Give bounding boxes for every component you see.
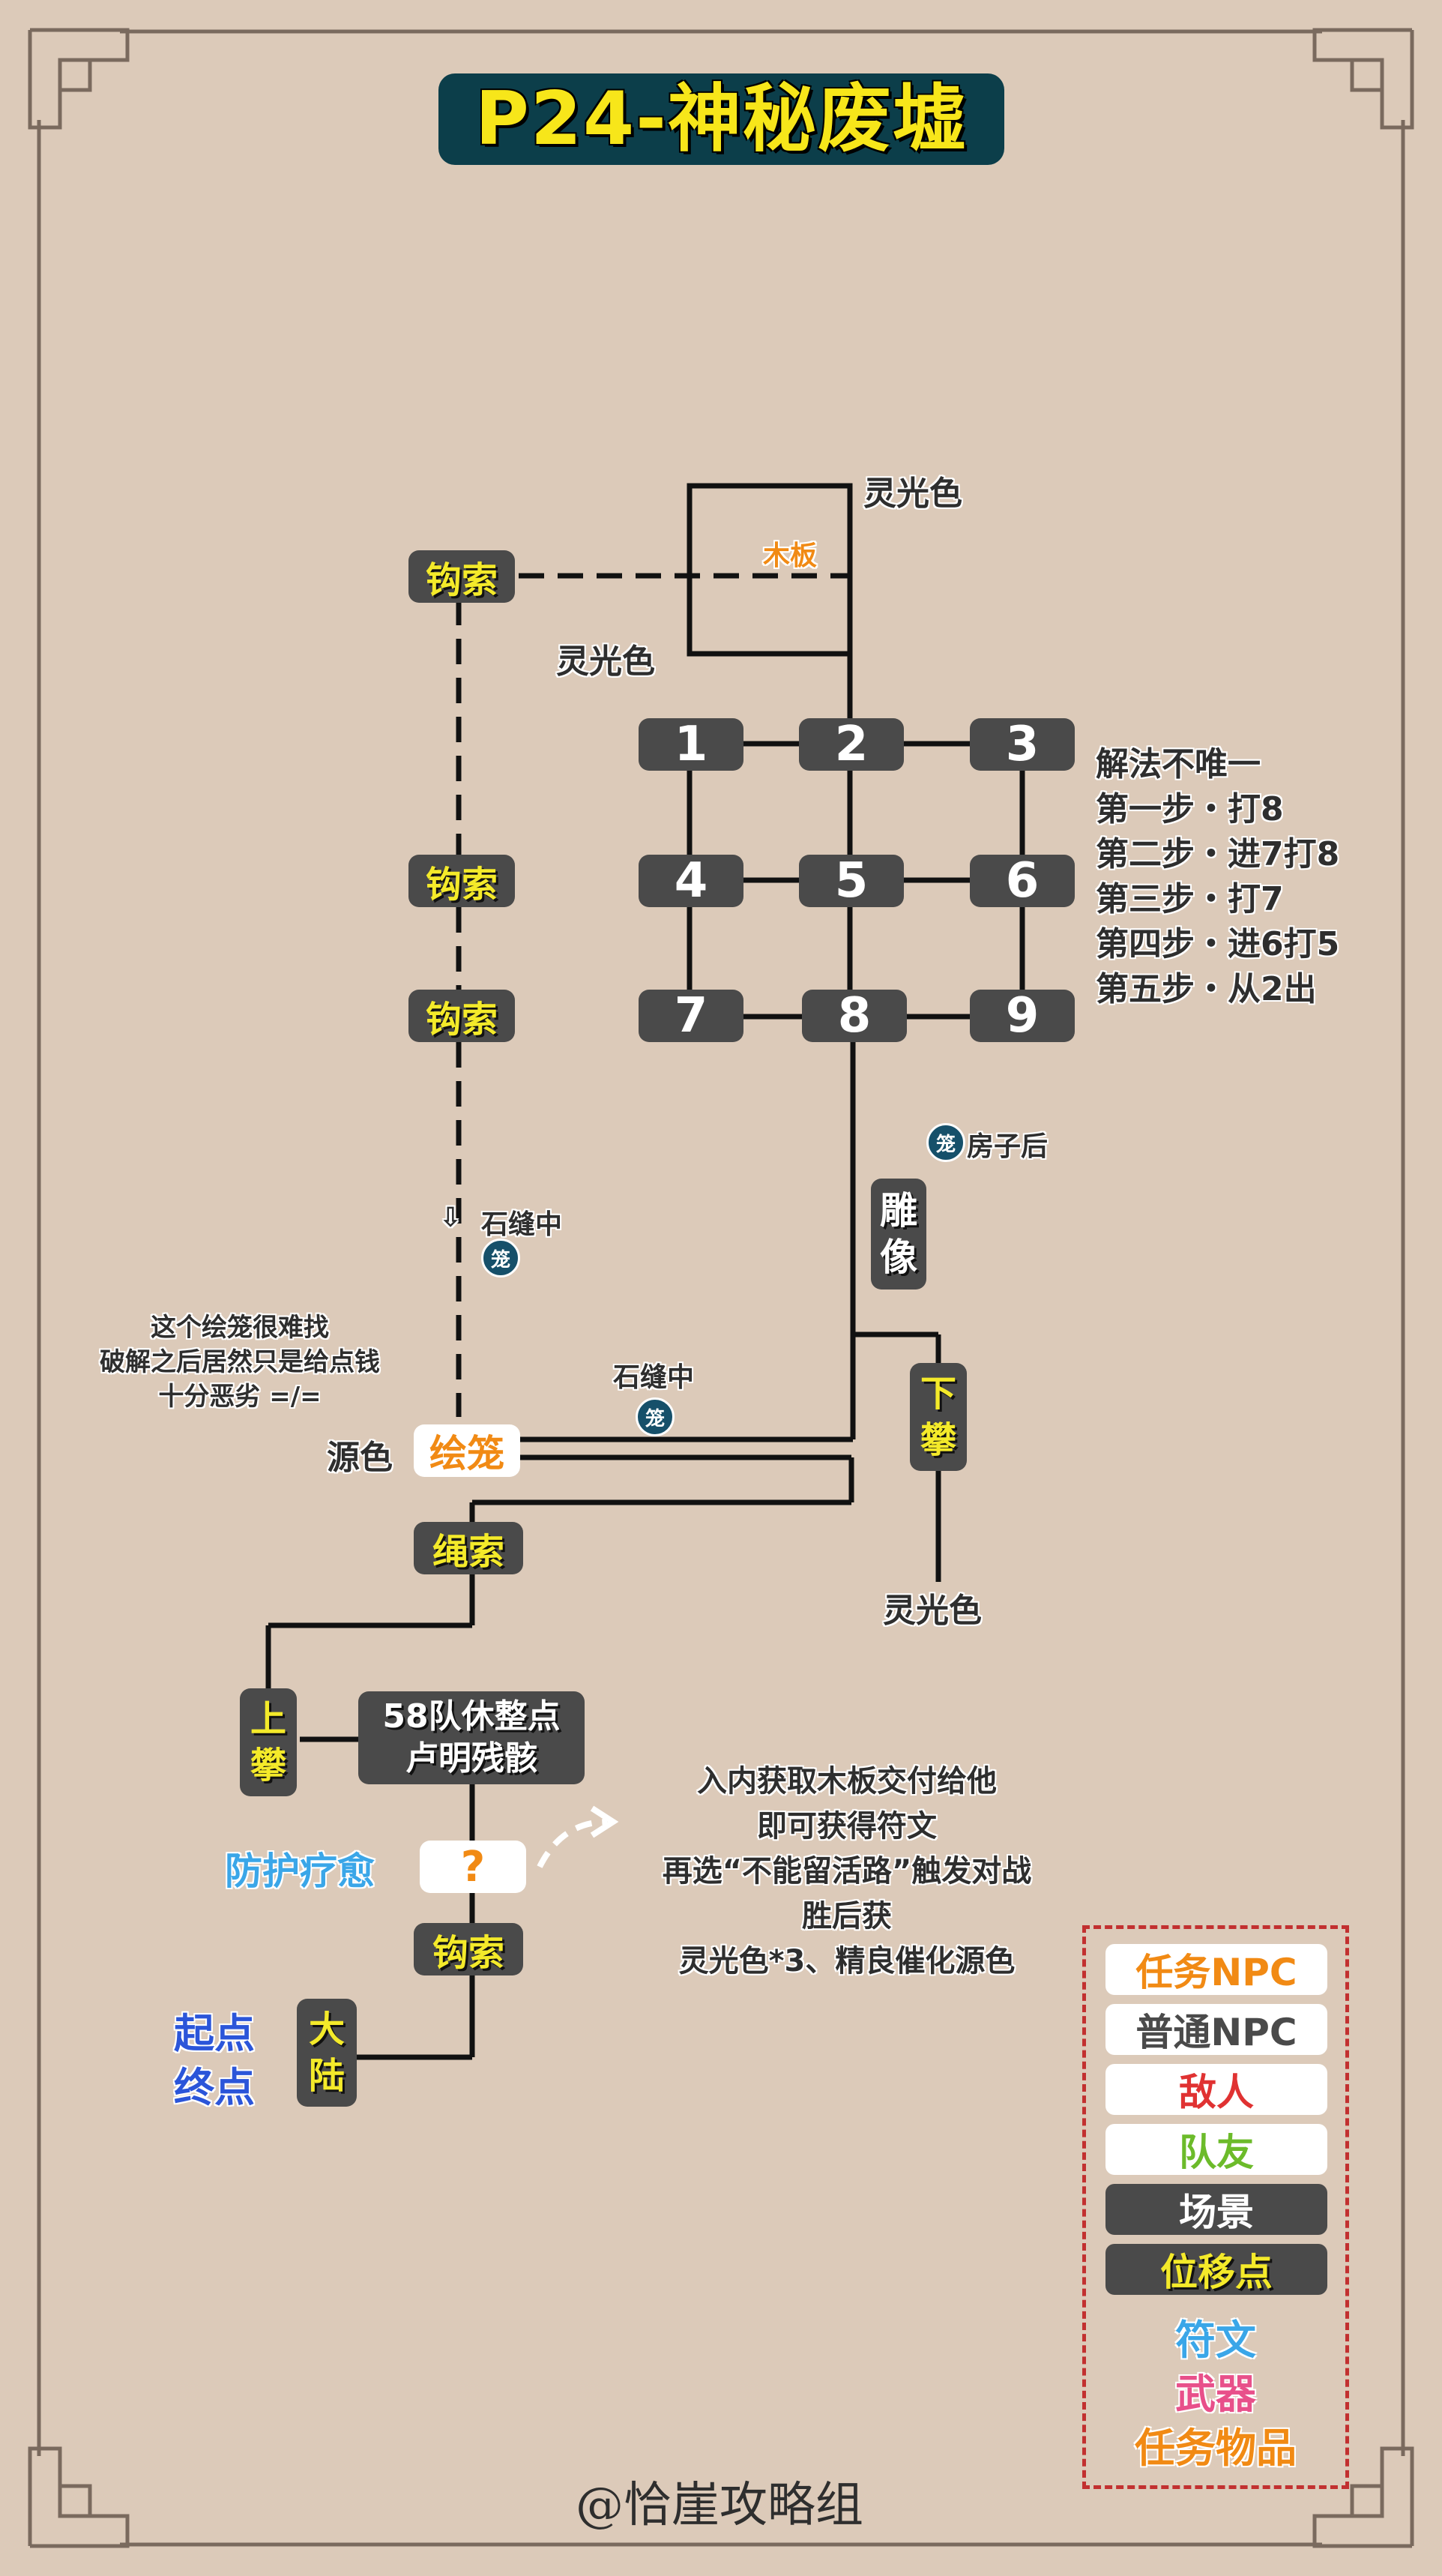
camp-scene[interactable]: 58队休整点 卢明残骸 xyxy=(358,1691,585,1784)
hook-paths xyxy=(456,573,850,1417)
camp-line: 卢明残骸 xyxy=(405,1739,537,1778)
grid-cell-3[interactable]: 3 xyxy=(970,717,1075,772)
house-label: 房子后 xyxy=(967,1131,1049,1162)
mainland-char: 大 xyxy=(308,2008,345,2050)
note-line: 即可获得符文 xyxy=(757,1809,937,1844)
solution-line: 第四步・进6打5 xyxy=(1096,925,1340,963)
legend-enemy: 敌人 xyxy=(1105,2064,1327,2115)
footer-credit: @恰崖攻略组 xyxy=(576,2478,863,2533)
solution-line: 第二步・进7打8 xyxy=(1096,835,1340,873)
up-climb-point[interactable]: 上 攀 xyxy=(240,1688,297,1796)
legend-item: 任务物品 xyxy=(1135,2425,1297,2472)
legend-rune: 符文 xyxy=(1175,2317,1256,2364)
arrow-curve xyxy=(537,1819,608,1868)
note-line: 破解之后居然只是给点钱 xyxy=(100,1347,380,1377)
statue-scene[interactable]: 雕 像 xyxy=(871,1179,926,1289)
grid-cell-8[interactable]: 8 xyxy=(802,988,907,1044)
aura-left-label: 灵光色 xyxy=(556,643,655,681)
cage-icon: 笼 xyxy=(636,1397,675,1436)
grid-cell-2[interactable]: 2 xyxy=(799,717,904,772)
up-char: 攀 xyxy=(250,1745,286,1787)
grid-cell-6[interactable]: 6 xyxy=(970,853,1075,909)
end-label: 终点 xyxy=(174,2064,255,2111)
cage-icon: 笼 xyxy=(481,1239,520,1278)
grid-cell-7[interactable]: 7 xyxy=(639,988,743,1044)
solution-line: 第五步・从2出 xyxy=(1096,970,1317,1008)
arrow-head xyxy=(590,1805,619,1838)
solution-line: 第三步・打7 xyxy=(1096,880,1284,918)
frame xyxy=(28,28,1414,2548)
legend: 任务NPC 普通NPC 敌人 队友 场景 位移点 符文 武器 任务物品 xyxy=(1082,1925,1349,2489)
mainland-char: 陆 xyxy=(308,2055,345,2097)
page-title: P24-神秘废墟 xyxy=(438,73,1004,165)
grid-cell-9[interactable]: 9 xyxy=(970,988,1075,1044)
solution-steps: 解法不唯一 第一步・打8 第二步・进7打8 第三步・打7 第四步・进6打5 第五… xyxy=(1096,742,1339,1012)
legend-scene: 场景 xyxy=(1105,2184,1327,2235)
legend-ally: 队友 xyxy=(1105,2124,1327,2175)
note-line: 这个绘笼很难找 xyxy=(151,1313,329,1343)
note-line: 灵光色*3、精良催化源色 xyxy=(678,1944,1016,1978)
down-char: 下 xyxy=(920,1373,956,1415)
down-climb-point[interactable]: 下 攀 xyxy=(910,1363,967,1471)
grid-cell-1[interactable]: 1 xyxy=(639,717,743,772)
statue-char: 像 xyxy=(880,1236,917,1279)
paths xyxy=(265,483,1025,2060)
camp-line: 58队休整点 xyxy=(382,1697,561,1736)
cage-quest-npc[interactable]: 绘笼 xyxy=(414,1424,520,1477)
solution-line: 第一步・打8 xyxy=(1096,790,1284,828)
legend-move: 位移点 xyxy=(1105,2244,1327,2295)
hook-point-1[interactable]: 钩索 xyxy=(408,550,515,603)
start-label: 起点 xyxy=(174,2010,255,2057)
source-label: 源色 xyxy=(327,1439,393,1477)
rune-label: 防护疗愈 xyxy=(225,1850,375,1893)
note-line: 入内获取木板交付给他 xyxy=(697,1764,997,1799)
crack-label-2: 石缝中 xyxy=(613,1362,695,1393)
cage-icon: 笼 xyxy=(926,1123,965,1162)
grid-cell-5[interactable]: 5 xyxy=(799,853,904,909)
question-npc[interactable]: ? xyxy=(420,1841,526,1893)
note-line: 胜后获 xyxy=(802,1899,892,1933)
note-line: 十分恶劣 =/= xyxy=(158,1382,322,1412)
rope-point[interactable]: 绳索 xyxy=(414,1522,523,1574)
down-char: 攀 xyxy=(920,1419,956,1461)
mainland-point[interactable]: 大 陆 xyxy=(297,1999,357,2107)
board-label: 木板 xyxy=(763,541,818,571)
quest-note: 入内获取木板交付给他 即可获得符文 再选“不能留活路”触发对战 胜后获 灵光色*… xyxy=(585,1759,1109,1984)
hook-point-4[interactable]: 钩索 xyxy=(414,1923,523,1975)
legend-npc: 普通NPC xyxy=(1105,2004,1327,2055)
aura-top-label: 灵光色 xyxy=(863,475,962,513)
grid-cell-4[interactable]: 4 xyxy=(639,853,743,909)
legend-weapon: 武器 xyxy=(1175,2371,1256,2418)
aura-bottom-label: 灵光色 xyxy=(883,1592,982,1630)
solution-line: 解法不唯一 xyxy=(1096,745,1261,783)
legend-quest-npc: 任务NPC xyxy=(1105,1944,1327,1995)
up-char: 上 xyxy=(250,1698,286,1740)
cage-note: 这个绘笼很难找 破解之后居然只是给点钱 十分恶劣 =/= xyxy=(52,1310,427,1414)
hook-point-2[interactable]: 钩索 xyxy=(408,855,515,907)
hook-point-3[interactable]: 钩索 xyxy=(408,990,515,1042)
statue-char: 雕 xyxy=(880,1189,917,1233)
crack-label-1: ⇩ xyxy=(439,1203,462,1233)
crack-label-1: 石缝中 xyxy=(481,1209,563,1240)
note-line: 再选“不能留活路”触发对战 xyxy=(662,1854,1032,1889)
